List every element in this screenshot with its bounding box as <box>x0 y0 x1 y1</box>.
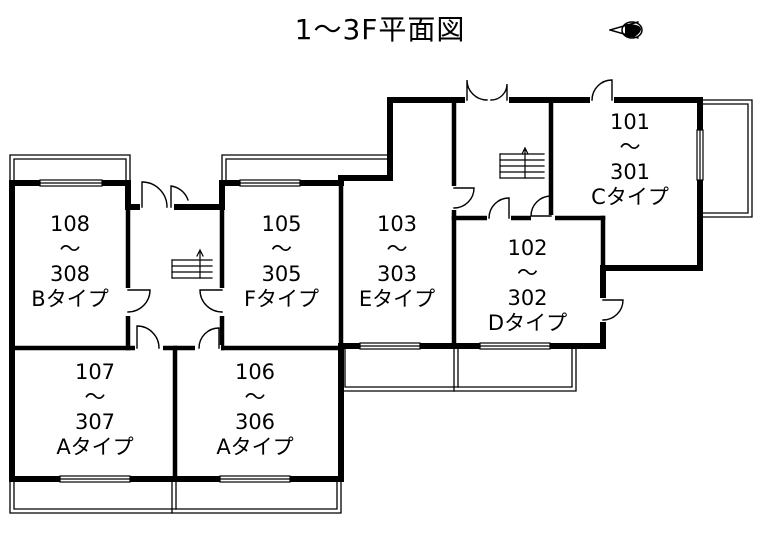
doors <box>125 79 624 351</box>
exterior-walls <box>9 97 703 482</box>
interior-walls <box>9 97 606 482</box>
balcony-outlines <box>9 99 753 514</box>
staircases <box>171 146 545 279</box>
page-title: 1〜3F平面図 <box>294 13 466 46</box>
windows <box>39 129 704 483</box>
